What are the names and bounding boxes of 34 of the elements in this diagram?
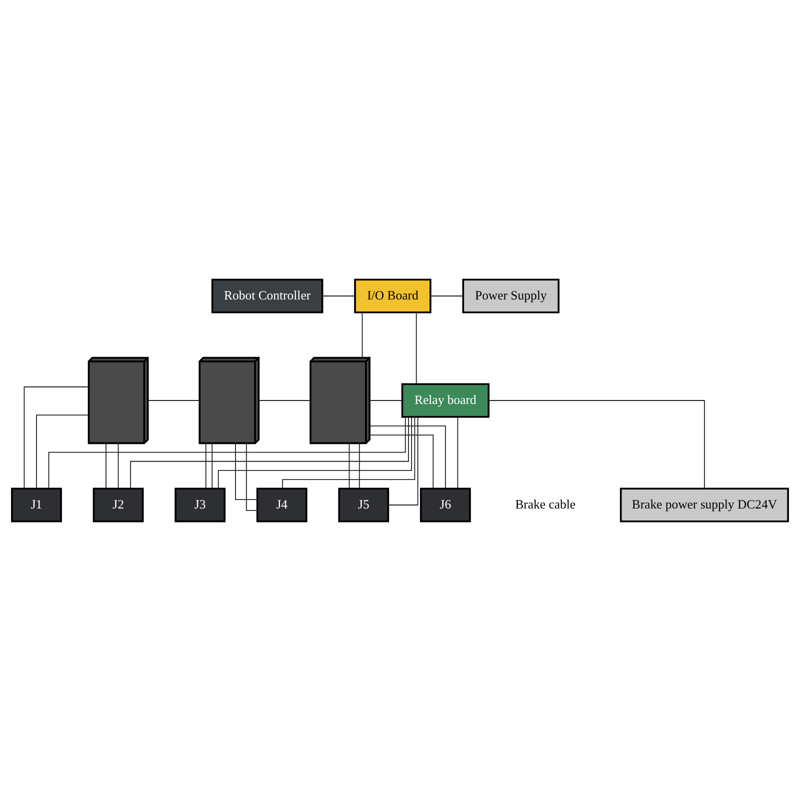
connector (130, 416, 409, 488)
node-box: Power Supply (462, 278, 560, 313)
connector (348, 442, 350, 488)
connector (235, 442, 258, 500)
connector (48, 416, 406, 489)
connector (416, 312, 417, 384)
connector (118, 442, 119, 488)
node-box: J3 (174, 487, 226, 522)
node-box: Robot Controller (211, 278, 324, 313)
connector (24, 386, 89, 489)
node-box: Brake power supply DC24V (620, 487, 789, 522)
node-box: J1 (11, 487, 62, 522)
connector (282, 416, 416, 488)
connector (369, 425, 446, 489)
connector (388, 416, 418, 505)
connector (36, 414, 89, 488)
connector (212, 442, 213, 488)
node-box: J2 (92, 487, 144, 522)
connector (218, 416, 412, 488)
connector (358, 442, 360, 488)
connector (457, 416, 458, 488)
node-box: Relay board (401, 382, 490, 418)
connector (430, 295, 464, 296)
connector (488, 400, 705, 488)
node-box: I/O Board (354, 278, 432, 313)
node-box: J5 (338, 487, 390, 522)
node-box: J6 (420, 487, 471, 522)
connector (369, 434, 434, 488)
connector (362, 312, 363, 358)
connector (322, 295, 356, 296)
connector (205, 442, 206, 488)
connector (246, 442, 258, 510)
node-box: J4 (256, 487, 308, 522)
label: Brake cable (515, 496, 576, 511)
